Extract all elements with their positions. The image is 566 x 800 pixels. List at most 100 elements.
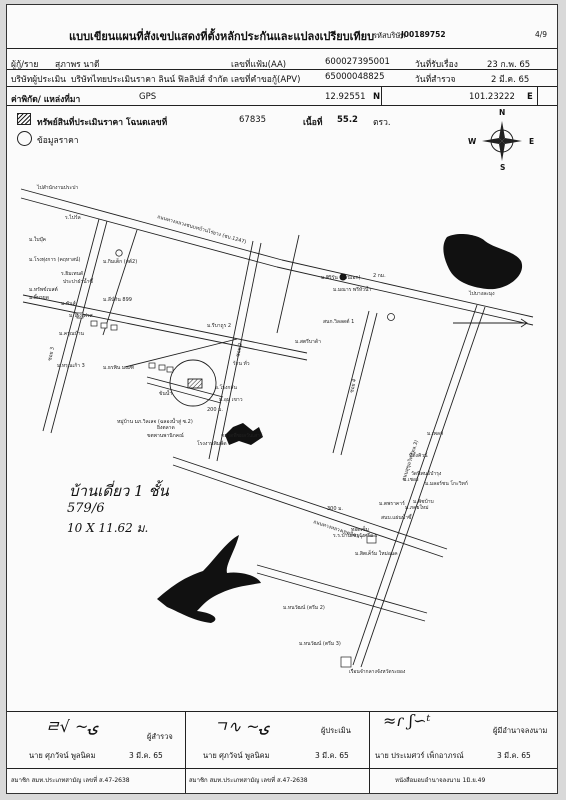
- road-bottom-2: [172, 464, 444, 558]
- soi-4-edge-2: [340, 312, 378, 456]
- sig-2-role: ผู้ประเมิน: [321, 726, 351, 735]
- signature-member-rule: [7, 768, 557, 769]
- place-label-2: ไปบางละมุง: [468, 290, 495, 297]
- soi-2-edge-1: [208, 240, 254, 460]
- road-lower-1: [256, 564, 428, 614]
- map-place-label: สนบ.แผ่นน้ำซึ้: [381, 512, 413, 521]
- right-arrow-head: [520, 318, 528, 328]
- map-place-label: ม.สิตเค็ร์ม ใหม่อนค: [355, 549, 398, 557]
- coords-label: ค่าพิกัด/ แหล่งที่มา: [11, 95, 81, 105]
- company-code: J00189752: [401, 30, 446, 39]
- road-secondary-1: [22, 294, 308, 354]
- map-place-label: ม.ครุณบ้าน: [59, 330, 85, 337]
- redaction-blob-2: [157, 535, 261, 623]
- sig-2-member: สมาชิก สมท.ประเภทสามัญ เลขที่ ส.47-2638: [189, 777, 308, 784]
- marker-2: [100, 322, 108, 329]
- sig-1-date: 3 มี.ค. 65: [129, 751, 163, 760]
- deed-number: 67835: [239, 115, 267, 125]
- area-value: 55.2: [337, 115, 358, 125]
- map-place-label: ม.มณาร พรีหัวน้ำ: [333, 284, 371, 293]
- map-place-label: วัดนิพนธ์บำรุง: [411, 470, 442, 477]
- inner-lane-1: [146, 376, 224, 398]
- coords-east-dir: E: [527, 92, 533, 102]
- appraiser-name: บริษัทไทยประเมินราคา ลินน์ ฟิลลิปส์ จำกั…: [71, 75, 229, 85]
- marker-3: [110, 324, 118, 331]
- map-place-label: ร้าน ทั่ว: [233, 360, 250, 367]
- map-place-label: ม.ยิ้มรยด: [29, 292, 49, 301]
- coords-north-value: 12.92551: [325, 92, 366, 102]
- map-place-label: ทอดเซ็ม: [351, 525, 369, 533]
- compass-s: S: [500, 163, 506, 172]
- area-unit: ตรว.: [373, 118, 391, 128]
- sig-3-role: ผู้มีอำนาจลงนาม: [493, 726, 548, 735]
- lane-right-1: [276, 234, 300, 334]
- sig-2-date: 3 มี.ค. 65: [315, 751, 349, 760]
- place-label-1: ไปสำนักงานประปา: [36, 184, 78, 191]
- soi-3-label: ซอย 3: [47, 346, 56, 361]
- map-place-label: ม.ลีน์กิน 899: [103, 296, 132, 303]
- soi-4-label: ซอย 4: [349, 378, 358, 393]
- sig-1-name: นาย ศุภวัจน์ พูลนิคม: [29, 751, 96, 760]
- map-place-label: โรงงานพิมพ์ด: [197, 440, 227, 447]
- map-place-label: ม.พันส์: [61, 300, 76, 307]
- map-place-label: ม.พิชบ้าบ: [413, 498, 434, 505]
- map-place-label: ม.ธรพิน มณฑ์: [103, 364, 134, 371]
- map-place-label: ม.ภคยใหม่: [405, 504, 429, 511]
- redaction-blob-3: [225, 423, 263, 445]
- road-lower-2: [256, 572, 426, 622]
- map-place-label: ม.หรัพข์เบสต์: [29, 286, 58, 293]
- info-row-divider-2: [7, 86, 557, 87]
- form-title: แบบเขียนแผนที่สังเขปแสดงที่ตั้งหลักประกั…: [69, 30, 375, 43]
- sig-3-date: 3 มี.ค. 65: [497, 751, 531, 760]
- map-place-label: ม.ใบบุ๊ค: [29, 236, 46, 243]
- map-place-label: ร.ไปร์ล: [65, 214, 81, 221]
- compass-rose-icon: [482, 121, 522, 161]
- map-place-label: อ.โรงกลั่น: [215, 384, 237, 391]
- borrower-label: ผู้กู้/ราย: [11, 60, 39, 70]
- compass-e: E: [529, 137, 535, 146]
- legend-comparable-label: ข้อมูลราคา: [37, 136, 79, 146]
- coords-north-dir: N: [373, 92, 381, 102]
- soi-2-edge-2: [216, 242, 262, 462]
- info-row-divider-1: [7, 69, 557, 70]
- map-place-label: ม.หนวัฒน์ (ตรีม 2): [283, 604, 325, 611]
- marker-8: [366, 535, 377, 544]
- road-right-edge-1: [276, 266, 534, 326]
- map-place-label: ม.หนวัฒน์ (ตรีม 3): [299, 640, 341, 647]
- map-place-label: เรือนจำกลางจังหวัดระยอง: [349, 668, 406, 675]
- distance-1: 200 ม.: [207, 407, 223, 413]
- coords-sep-2: [537, 87, 538, 105]
- map-place-label: ร.ร.บ้านเขาวังศรีอ ร: [333, 532, 378, 539]
- sig-1-member: สมาชิก สมท.ประเภทสามัญ เลขที่ ส.47-2638: [11, 777, 130, 784]
- soi-4-edge-1: [332, 310, 370, 454]
- road-bottom-1: [172, 456, 448, 550]
- distance-3: 300 ม.: [327, 506, 343, 512]
- app-no-label: เลขที่คำขอกู้(APV): [231, 75, 301, 85]
- road-sukhumvit-2: [360, 306, 486, 668]
- shell-icon: [387, 313, 395, 321]
- map-place-label: ม.เพลส์: [427, 430, 443, 437]
- signature-surveyor-icon: ㄹ√ ~ۍ: [45, 717, 98, 736]
- received-date-label: วันที่รับเรื่อง: [415, 60, 458, 70]
- signature-authorized-icon: ≈ɾ ʃ∽ᵗ: [383, 711, 431, 730]
- distance-2: 2 กม.: [373, 273, 386, 279]
- map-place-label: ม.กิมเต็ก (สต์2): [103, 257, 137, 265]
- coords-divider: [7, 105, 557, 106]
- map-place-label: ร.ยิมเทนดั: [61, 270, 83, 277]
- comparable-marker-1: [115, 249, 123, 257]
- map-place-label: ม.มลอร์ชน โกะวิทก์: [425, 480, 468, 487]
- appraiser-label: บริษัทผู้ประเมิน: [11, 75, 66, 85]
- sig-3-member: หนังสือมอบอำนาจลงนาม 1มิ.ย.49: [395, 777, 486, 784]
- coords-sep-1: [381, 87, 382, 105]
- appraisal-map-page: แบบเขียนแผนที่สังเขปแสดงที่ตั้งหลักประกั…: [6, 4, 558, 794]
- redaction-blob-1: [443, 234, 523, 290]
- lane-left-2: [50, 220, 108, 434]
- map-place-label: ข้นน้ำ: [159, 388, 172, 397]
- map-place-label: ยิ่งตลาด: [157, 424, 175, 431]
- comparable-circle-symbol: [17, 131, 32, 146]
- map-place-label: ขตพานพานิกคณ์: [147, 432, 184, 439]
- map-place-label: สนก.วิลลดต์ 1: [323, 318, 354, 325]
- received-date: 23 ก.พ. 65: [487, 60, 531, 70]
- map-place-label: ม.รีบาถูร 2: [207, 322, 231, 329]
- sig-3-name: นาย ประเมศวร์ เพ็กอาภรณ์: [375, 751, 464, 760]
